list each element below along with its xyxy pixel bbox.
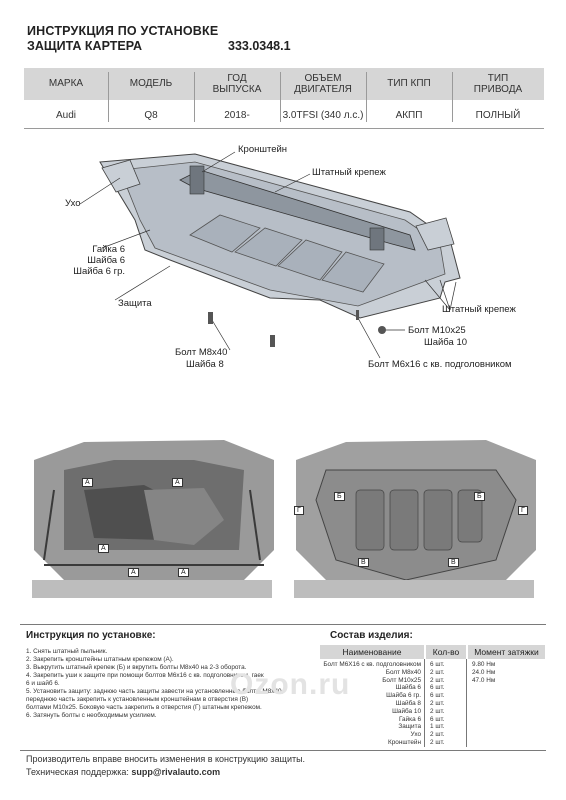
marker-v-2: В [448,558,459,567]
composition-row-qty: 2 шт. [430,739,445,746]
exploded-drawing: Кронштейн Штатный крепеж Ухо Гайка 6 Шай… [20,140,546,380]
composition-row-name: Болт М10х25 [382,676,421,684]
spec-header-make: МАРКА [48,78,84,89]
composition-row-qty: 2 шт. [430,676,445,684]
part-number: 333.0348.1 [228,39,291,53]
marker-a-3: A [98,544,109,553]
disclaimer: Производитель вправе вносить изменения в… [26,754,306,764]
label-bolt-m8: Болт М8х40 [175,347,228,358]
composition-row-qty: 6 шт. [430,684,445,692]
composition-row-name: Болт М6Х16 с кв. подголовником [323,661,421,668]
instruction-step: 2. Закрепить кронштейны штатным крепежом… [26,656,174,663]
marker-a-2: A [172,478,183,487]
divider-top [20,624,546,625]
instruction-step: 6. Затянуть болты с необходимым усилием. [26,712,157,719]
spec-value-model: Q8 [144,110,158,121]
label-bracket: Кронштейн [238,144,288,155]
label-washer-10: Шайба 10 [424,337,468,348]
composition-row-name: Шайба 10 [392,707,421,715]
spec-value-drive: ПОЛНЫЙ [475,110,521,121]
composition-row-qty: 1 шт. [430,723,445,731]
instruction-step: 1. Снять штатный пыльник. [26,648,108,655]
composition-row-name: Шайба 6 гр. [386,692,421,700]
marker-a-5: A [178,568,189,577]
marker-g-2: Г [518,506,528,515]
composition-row-name: Кронштейн [388,739,421,746]
doc-title: ИНСТРУКЦИЯ ПО УСТАНОВКЕ [27,24,219,38]
spec-value-engine: 3.0TFSI (340 л.с.) [282,110,364,121]
label-ear: Ухо [65,198,81,209]
composition-row-name: Болт М8х40 [385,668,421,676]
support-email[interactable]: supp@rivalauto.com [131,767,221,777]
composition-row-qty: 6 шт. [430,661,445,668]
spec-value-gearbox: АКПП [395,110,423,121]
underbody-photo-right [286,430,542,606]
marker-a-4: A [128,568,139,577]
instruction-step: 4. Закрепить уши к защите при помощи бол… [26,672,264,679]
label-guard: Защита [118,298,152,309]
label-bolt-m6: Болт М6х16 с кв. подголовником [368,359,512,370]
composition-row-qty: 2 шт. [430,707,445,715]
composition-row-torque: 47.0 Нм [472,676,496,684]
instruction-step: 5. Установить защиту: заднюю часть защит… [26,688,284,695]
spec-value-make: Audi [55,110,76,121]
instruction-step: 6 и шайб 6. [26,680,60,687]
instructions-list: 1. Снять штатный пыльник. 2. Закрепить к… [26,648,326,720]
photo-before-install: A A A A A [24,430,280,606]
label-washer-6: Шайба 6 [87,255,125,266]
instruction-step: 3. Выкрутить штатный крепеж (Б) и вкрути… [26,664,247,671]
label-std-fastener-right: Штатный крепеж [442,304,516,315]
label-washer-8: Шайба 8 [186,359,224,370]
watermark: Ozon.ru [230,668,351,701]
composition-row-qty: 6 шт. [430,692,445,700]
support-label: Техническая поддержка: [26,767,129,777]
marker-b-1: Б [334,492,345,501]
spec-header-gearbox: ТИП КПП [387,78,431,89]
composition-table: Наименование Кол-во Момент затяжки Болт … [300,645,545,747]
support-line: Техническая поддержка: supp@rivalauto.co… [26,767,220,777]
composition-row-name: Шайба 8 [395,700,421,707]
guard-illustration [79,151,461,359]
composition-row-qty: 2 шт. [430,700,445,707]
composition-row-qty: 2 шт. [430,731,445,739]
underbody-photo-left [24,430,280,606]
spec-header-row [24,68,544,100]
composition-row-torque: 9.80 Нм [472,661,496,668]
photo-after-install: Б Б Г Г В В [286,430,542,606]
composition-header-torque: Момент затяжки [468,645,545,659]
label-washer-6gr: Шайба 6 гр. [73,266,125,277]
spec-header-model: МОДЕЛЬ [129,78,173,89]
composition-row-name: Защита [398,723,421,731]
label-bolt-m10: Болт М10х25 [408,325,466,336]
composition-row-torque: 24.0 Нм [472,668,496,676]
instruction-step: переднюю часть закрепить к установленным… [26,696,249,703]
divider-bottom [20,750,546,751]
spec-value-row [24,102,544,129]
marker-v-1: В [358,558,369,567]
spec-value-year: 2018- [224,110,250,121]
composition-row-qty: 6 шт. [430,715,445,723]
composition-row-qty: 2 шт. [430,668,445,676]
marker-b-2: Б [474,492,485,501]
label-nut: Гайка 6 [92,244,125,255]
product-name: ЗАЩИТА КАРТЕРА [27,39,142,53]
composition-row-name: Шайба 6 [395,684,421,692]
marker-g-1: Г [294,506,304,515]
instruction-step: болтами М10х25. Боковую часть закрепить … [26,704,262,711]
composition-header-qty: Кол-во [426,645,466,659]
label-std-fastener-top: Штатный крепеж [312,167,386,178]
composition-row-name: Гайка 6 [398,715,421,723]
marker-a-1: A [82,478,93,487]
composition-header-name: Наименование [320,645,424,659]
instructions-title: Инструкция по установке: [26,630,156,641]
composition-row-name: Ухо [410,731,421,739]
composition-title: Состав изделия: [330,630,413,641]
